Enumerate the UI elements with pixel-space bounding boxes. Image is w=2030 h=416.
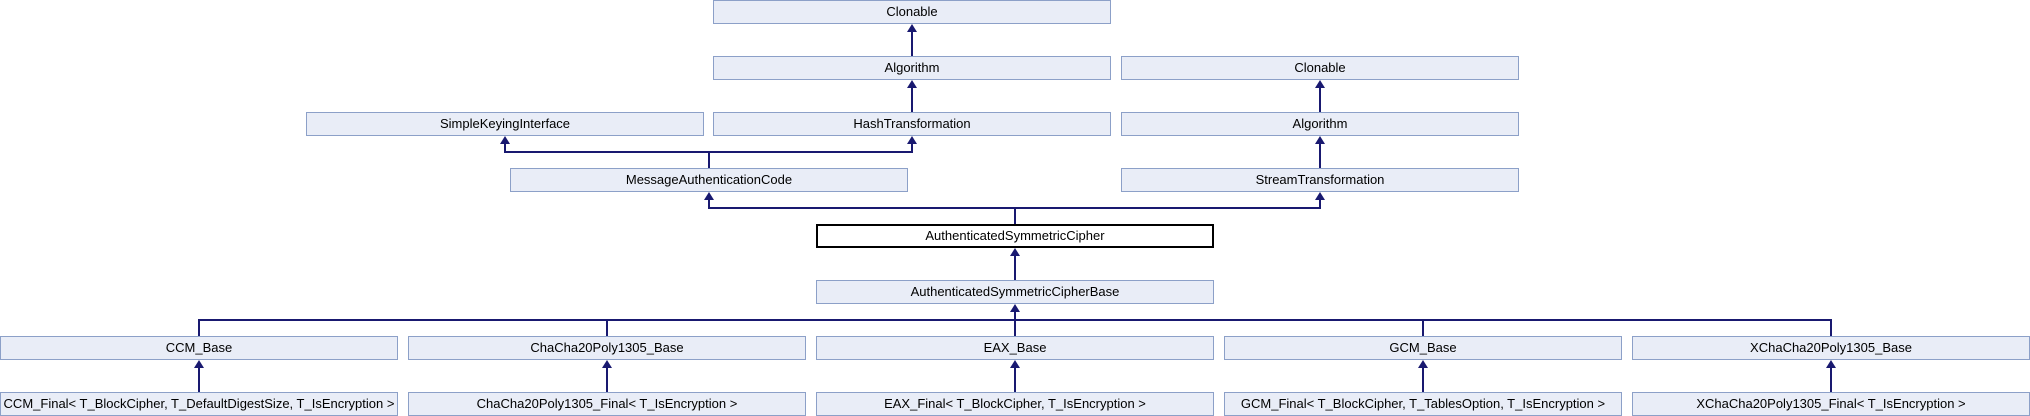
class-node-authenticated-symmetric-cipher-current: AuthenticatedSymmetricCipher bbox=[816, 224, 1214, 248]
edge-gcm-final-to-base-arrow-icon bbox=[1418, 360, 1428, 368]
edge-ascbase-to-asc-stem bbox=[1014, 254, 1016, 280]
edge-gcm-final-to-base-stem bbox=[1422, 366, 1424, 392]
class-node-stream-transformation[interactable]: StreamTransformation bbox=[1121, 168, 1519, 192]
edge-bases-to-ascbase-arrow-icon bbox=[1010, 304, 1020, 312]
edge-hashtransformation-to-algorithm-stem bbox=[911, 86, 913, 112]
edge-eax-final-to-base-arrow-icon bbox=[1010, 360, 1020, 368]
class-node-xchacha20poly1305-final[interactable]: XChaCha20Poly1305_Final< T_IsEncryption … bbox=[1632, 392, 2030, 416]
edge-chacha20poly1305-base-riser bbox=[606, 319, 608, 336]
class-node-hash-transformation[interactable]: HashTransformation bbox=[713, 112, 1111, 136]
class-node-eax-base[interactable]: EAX_Base bbox=[816, 336, 1214, 360]
edge-xchacha20poly1305-final-to-base-arrow-icon bbox=[1826, 360, 1836, 368]
edge-eax-base-riser bbox=[1014, 319, 1016, 336]
edge-xchacha20poly1305-final-to-base-stem bbox=[1830, 366, 1832, 392]
class-node-algorithm-left[interactable]: Algorithm bbox=[713, 56, 1111, 80]
class-node-message-authentication-code[interactable]: MessageAuthenticationCode bbox=[510, 168, 908, 192]
class-node-authenticated-symmetric-cipher-base[interactable]: AuthenticatedSymmetricCipherBase bbox=[816, 280, 1214, 304]
edge-mac-riser bbox=[708, 151, 710, 168]
edge-ccm-base-riser bbox=[198, 319, 200, 336]
class-node-clonable-right[interactable]: Clonable bbox=[1121, 56, 1519, 80]
edge-bases-to-ascbase-stem bbox=[1014, 310, 1016, 321]
class-node-gcm-base[interactable]: GCM_Base bbox=[1224, 336, 1622, 360]
edge-ccm-final-to-base-stem bbox=[198, 366, 200, 392]
edge-hashtransformation-to-algorithm-arrow-icon bbox=[907, 80, 917, 88]
edge-asc-riser bbox=[1014, 207, 1016, 224]
edge-chacha20poly1305-final-to-base-stem bbox=[606, 366, 608, 392]
class-node-algorithm-right[interactable]: Algorithm bbox=[1121, 112, 1519, 136]
edge-asc-to-streamtransformation-arrow-icon bbox=[1315, 192, 1325, 200]
edge-streamtransformation-to-algorithm-stem bbox=[1319, 142, 1321, 168]
edge-xchacha20poly1305-base-riser bbox=[1830, 319, 1832, 336]
class-node-chacha20poly1305-base[interactable]: ChaCha20Poly1305_Base bbox=[408, 336, 806, 360]
edge-eax-final-to-base-stem bbox=[1014, 366, 1016, 392]
edge-mac-to-ski-arrow-icon bbox=[500, 136, 510, 144]
class-node-ccm-final[interactable]: CCM_Final< T_BlockCipher, T_DefaultDiges… bbox=[0, 392, 398, 416]
edge-asc-to-mac-arrow-icon bbox=[704, 192, 714, 200]
class-node-clonable-top[interactable]: Clonable bbox=[713, 0, 1111, 24]
edge-algorithm-to-clonable-arrow-icon bbox=[907, 24, 917, 32]
class-node-chacha20poly1305-final[interactable]: ChaCha20Poly1305_Final< T_IsEncryption > bbox=[408, 392, 806, 416]
edge-asc-to-streamtransformation-stem bbox=[1319, 198, 1321, 209]
class-node-eax-final[interactable]: EAX_Final< T_BlockCipher, T_IsEncryption… bbox=[816, 392, 1214, 416]
edge-algorithm-to-clonable-stem bbox=[911, 30, 913, 56]
edge-ascbase-to-asc-arrow-icon bbox=[1010, 248, 1020, 256]
class-node-simple-keying-interface[interactable]: SimpleKeyingInterface bbox=[306, 112, 704, 136]
edge-asc-to-mac-stem bbox=[708, 198, 710, 209]
edge-mac-to-hashtransformation-stem bbox=[911, 142, 913, 153]
edge-algorithm-right-to-clonable-right-stem bbox=[1319, 86, 1321, 112]
class-node-xchacha20poly1305-base[interactable]: XChaCha20Poly1305_Base bbox=[1632, 336, 2030, 360]
class-node-ccm-base[interactable]: CCM_Base bbox=[0, 336, 398, 360]
edge-mac-to-hashtransformation-arrow-icon bbox=[907, 136, 917, 144]
edge-chacha20poly1305-final-to-base-arrow-icon bbox=[602, 360, 612, 368]
class-node-gcm-final[interactable]: GCM_Final< T_BlockCipher, T_TablesOption… bbox=[1224, 392, 1622, 416]
edge-gcm-base-riser bbox=[1422, 319, 1424, 336]
edge-ccm-final-to-base-arrow-icon bbox=[194, 360, 204, 368]
edge-streamtransformation-to-algorithm-arrow-icon bbox=[1315, 136, 1325, 144]
edge-mac-to-ski-stem bbox=[504, 142, 506, 153]
edge-algorithm-right-to-clonable-right-arrow-icon bbox=[1315, 80, 1325, 88]
